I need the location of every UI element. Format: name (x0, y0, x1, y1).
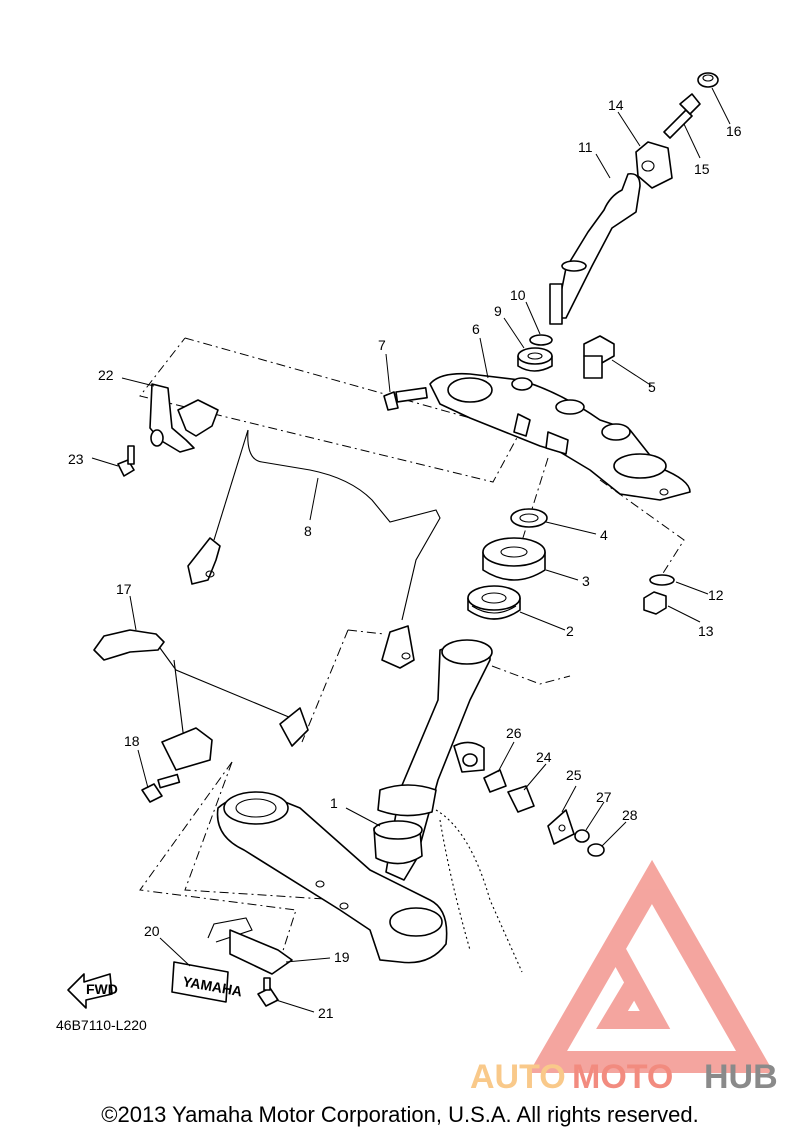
watermark-text: AUTO MOTO HUB (470, 1058, 778, 1096)
callout-13: 13 (698, 623, 714, 639)
nut-13 (643, 591, 667, 615)
callout-25: 25 (566, 767, 582, 783)
clip-19 (207, 917, 293, 975)
stay-bracket (149, 383, 219, 453)
upper-bearing (467, 585, 521, 620)
callout-labels: 1 2 3 4 5 6 7 8 9 10 11 12 13 14 15 16 1… (68, 97, 742, 1021)
plate-25 (547, 809, 575, 845)
callout-21: 21 (318, 1005, 334, 1021)
callout-22: 22 (98, 367, 114, 383)
upper-holder-cap (635, 141, 673, 189)
handlebar-holder (549, 172, 641, 325)
fwd-label: FWD (86, 981, 118, 997)
callout-3: 3 (582, 573, 590, 589)
holder-nut (697, 72, 719, 88)
bearing-cover (482, 537, 546, 581)
spring-26 (483, 769, 507, 793)
pin-28 (587, 843, 605, 857)
callout-20: 20 (144, 923, 160, 939)
callout-23: 23 (68, 451, 84, 467)
callout-5: 5 (648, 379, 656, 395)
washer-10 (529, 334, 553, 346)
callout-19: 19 (334, 949, 350, 965)
yamaha-label: YAMAHA (171, 961, 243, 1003)
stopper-24 (507, 785, 535, 813)
callout-11: 11 (578, 139, 593, 155)
copyright-notice: ©2013 Yamaha Motor Corporation, U.S.A. A… (101, 1102, 699, 1127)
pinch-bolt (383, 387, 428, 411)
watermark-moto: MOTO (572, 1058, 673, 1096)
watermark-logo (528, 859, 774, 1073)
bolt-21 (257, 977, 279, 1007)
callout-1: 1 (330, 795, 338, 811)
callout-28: 28 (622, 807, 638, 823)
washer-27 (574, 829, 590, 843)
callout-12: 12 (708, 587, 724, 603)
upper-bracket (429, 372, 691, 501)
callout-16: 16 (726, 123, 742, 139)
collar-9 (517, 347, 553, 372)
lower-stay-bracket (93, 629, 309, 771)
diagram-code: 46B7110-L220 (56, 1017, 147, 1033)
callout-17: 17 (116, 581, 132, 597)
washer-12 (649, 574, 675, 586)
callout-6: 6 (472, 321, 480, 337)
watermark-auto: AUTO (470, 1058, 566, 1096)
callout-26: 26 (506, 725, 522, 741)
callout-7: 7 (378, 337, 386, 353)
under-bracket-stem (216, 639, 523, 973)
cable-guide-wire (187, 429, 441, 669)
holder-bolt (663, 93, 701, 139)
ring-nut (510, 508, 548, 528)
callout-4: 4 (600, 527, 608, 543)
callout-8: 8 (304, 523, 312, 539)
callout-18: 18 (124, 733, 140, 749)
callout-2: 2 (566, 623, 574, 639)
crown-bolt (583, 335, 615, 379)
fwd-arrow: FWD (67, 973, 118, 1009)
stay-bolt (117, 445, 135, 477)
callout-24: 24 (536, 749, 552, 765)
callout-9: 9 (494, 303, 502, 319)
leader-lines (91, 87, 731, 1013)
callout-14: 14 (608, 97, 624, 113)
callout-10: 10 (510, 287, 526, 303)
watermark-hub: HUB (704, 1058, 778, 1096)
bracket-bolt (141, 773, 181, 803)
callout-27: 27 (596, 789, 612, 805)
callout-15: 15 (694, 161, 710, 177)
